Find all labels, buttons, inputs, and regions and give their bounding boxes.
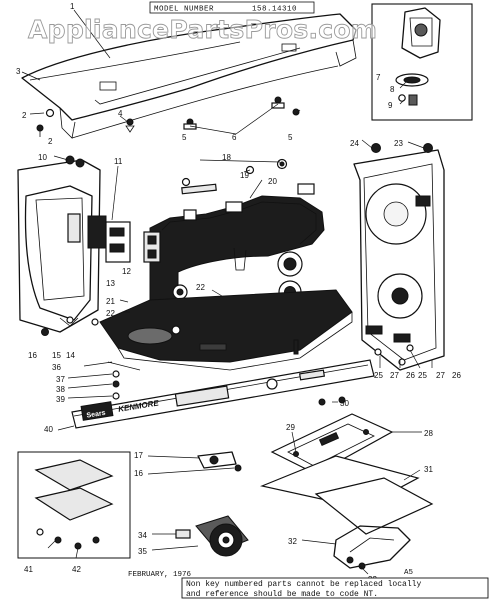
hook-assembly <box>197 451 242 472</box>
date-stamp: FEBRUARY, 1976 <box>128 571 192 579</box>
part-label-14: 14 <box>66 351 75 360</box>
part-label-23: 23 <box>394 139 403 148</box>
part-label-42: 42 <box>72 565 81 574</box>
part-label-30: 30 <box>340 399 349 408</box>
part-label-27: 27 <box>390 371 399 380</box>
leader-lines <box>21 9 433 575</box>
part-label-9: 9 <box>388 101 393 110</box>
part-labels: 1 2 2 3 4 5 5 6 7 8 9 10 11 12 13 14 15 … <box>16 2 461 584</box>
part-label-5: 5 <box>182 133 187 142</box>
part-label-26: 26 <box>406 371 415 380</box>
faceplate-screws <box>83 361 120 400</box>
motor <box>175 515 249 557</box>
part-label-10: 10 <box>38 153 47 162</box>
part-label-15: 15 <box>52 351 61 360</box>
part-label-16b: 16 <box>134 469 143 478</box>
part-label-11: 11 <box>114 157 123 166</box>
part-label-36: 36 <box>52 363 61 372</box>
part-label-1: 1 <box>70 2 75 11</box>
part-label-2b: 2 <box>48 137 53 146</box>
part-label-21: 21 <box>106 297 115 306</box>
page-code: A5 <box>404 569 414 577</box>
part-label-16: 16 <box>28 351 37 360</box>
cover-screws <box>36 96 300 137</box>
part-label-27b: 27 <box>436 371 445 380</box>
part-label-34: 34 <box>138 531 147 540</box>
part-label-8: 8 <box>390 85 395 94</box>
front-faceplate: Sears KENMORE <box>71 359 375 429</box>
model-number-box: MODEL NUMBER 158.14310 <box>149 1 315 14</box>
part-label-24: 24 <box>350 139 359 148</box>
model-number-value: 158.14310 <box>252 6 297 14</box>
note-line-1: Non key numbered parts cannot be replace… <box>186 580 421 589</box>
part-label-39: 39 <box>56 395 65 404</box>
model-number-label: MODEL NUMBER <box>154 6 214 14</box>
part-label-4: 4 <box>118 109 123 118</box>
part-label-29: 29 <box>286 423 295 432</box>
part-label-18: 18 <box>222 153 231 162</box>
slide-plate <box>259 455 434 570</box>
watermark: AppliancePartsPros.com <box>28 15 377 44</box>
part-label-25b: 25 <box>418 371 427 380</box>
part-label-3: 3 <box>16 67 21 76</box>
part-label-35: 35 <box>138 547 147 556</box>
part-label-37: 37 <box>56 375 65 384</box>
footer: FEBRUARY, 1976 A5 Non key numbered parts… <box>128 569 489 599</box>
part-label-17: 17 <box>134 451 143 460</box>
part-label-22b: 22 <box>196 283 205 292</box>
part-label-28: 28 <box>424 429 433 438</box>
part-label-12: 12 <box>122 267 131 276</box>
part-label-20: 20 <box>268 177 277 186</box>
part-label-2: 2 <box>22 111 27 120</box>
part-label-38: 38 <box>56 385 65 394</box>
throat-plate <box>270 396 394 475</box>
part-label-41: 41 <box>24 565 33 574</box>
part-label-31: 31 <box>424 465 433 474</box>
part-label-19: 19 <box>240 171 249 180</box>
note-line-2: and reference should be made to code NT. <box>186 590 378 599</box>
light-assembly <box>371 3 473 121</box>
part-label-25: 25 <box>374 371 383 380</box>
top-accessories <box>181 158 288 187</box>
part-label-40: 40 <box>44 425 53 434</box>
top-cover <box>21 13 357 139</box>
part-label-32: 32 <box>288 537 297 546</box>
brand-badge: Sears <box>86 410 106 420</box>
machine-head <box>99 183 353 371</box>
part-label-22: 22 <box>106 309 115 318</box>
left-end-cover <box>17 155 131 336</box>
right-end-plate <box>353 143 445 371</box>
rubber-feet <box>17 451 131 559</box>
part-label-13: 13 <box>106 279 115 288</box>
part-label-26b: 26 <box>452 371 461 380</box>
part-label-6: 6 <box>232 133 237 142</box>
part-label-5b: 5 <box>288 133 293 142</box>
part-label-7: 7 <box>376 73 381 82</box>
